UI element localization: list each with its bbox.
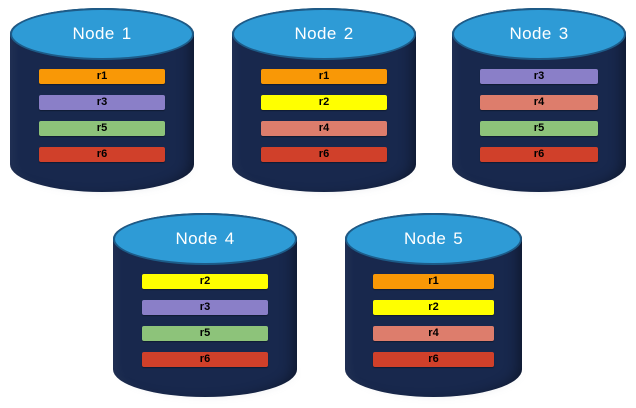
node-title-name: Node (72, 24, 115, 44)
node-title-number: 5 (453, 229, 464, 249)
replica-list: r1 r2 r4 r6 (261, 68, 387, 162)
replica-bar[interactable]: r2 (142, 273, 268, 289)
replica-bar[interactable]: r2 (261, 94, 387, 110)
replica-bar[interactable]: r3 (39, 94, 165, 110)
node-title-number: 3 (558, 24, 569, 44)
node-title: Node 2 (234, 24, 414, 44)
replica-list: r1 r2 r4 r6 (373, 273, 494, 367)
replica-bar[interactable]: r6 (261, 146, 387, 162)
node-title-number: 1 (121, 24, 132, 44)
replica-bar[interactable]: r4 (261, 120, 387, 136)
replica-bar[interactable]: r5 (39, 120, 165, 136)
replica-list: r2 r3 r5 r6 (142, 273, 268, 367)
node-title: Node 4 (115, 229, 295, 249)
replica-bar[interactable]: r5 (142, 325, 268, 341)
replica-bar[interactable]: r5 (479, 120, 599, 136)
node-top-disc: Node 3 (452, 8, 626, 61)
node-top-disc: Node 1 (10, 8, 194, 61)
node-top-disc: Node 2 (232, 8, 416, 61)
replica-bar[interactable]: r3 (479, 68, 599, 84)
node-title: Node 5 (347, 229, 520, 249)
replica-bar[interactable]: r3 (142, 299, 268, 315)
node-cylinder-1[interactable]: Node 1 r1 r3 r5 r6 (10, 8, 196, 196)
node-title: Node 3 (454, 24, 624, 44)
node-top-disc: Node 5 (345, 213, 522, 266)
replica-bar[interactable]: r1 (39, 68, 165, 84)
node-cylinder-2[interactable]: Node 2 r1 r2 r4 r6 (232, 8, 418, 196)
replica-bar[interactable]: r6 (373, 351, 494, 367)
node-title-number: 4 (224, 229, 235, 249)
node-cylinder-5[interactable]: Node 5 r1 r2 r4 r6 (345, 213, 524, 401)
replica-bar[interactable]: r6 (39, 146, 165, 162)
node-title-name: Node (509, 24, 552, 44)
replica-bar[interactable]: r4 (373, 325, 494, 341)
replica-list: r1 r3 r5 r6 (39, 68, 165, 162)
node-title-name: Node (175, 229, 218, 249)
replica-bar[interactable]: r2 (373, 299, 494, 315)
node-cylinder-4[interactable]: Node 4 r2 r3 r5 r6 (113, 213, 299, 401)
node-title-number: 2 (343, 24, 354, 44)
replica-bar[interactable]: r1 (373, 273, 494, 289)
node-cylinder-3[interactable]: Node 3 r3 r4 r5 r6 (452, 8, 628, 196)
replica-bar[interactable]: r4 (479, 94, 599, 110)
node-title: Node 1 (12, 24, 192, 44)
node-top-disc: Node 4 (113, 213, 297, 266)
node-title-name: Node (294, 24, 337, 44)
node-title-name: Node (403, 229, 447, 249)
replica-bar[interactable]: r1 (261, 68, 387, 84)
replica-bar[interactable]: r6 (142, 351, 268, 367)
replica-list: r3 r4 r5 r6 (479, 68, 599, 162)
replica-bar[interactable]: r6 (479, 146, 599, 162)
